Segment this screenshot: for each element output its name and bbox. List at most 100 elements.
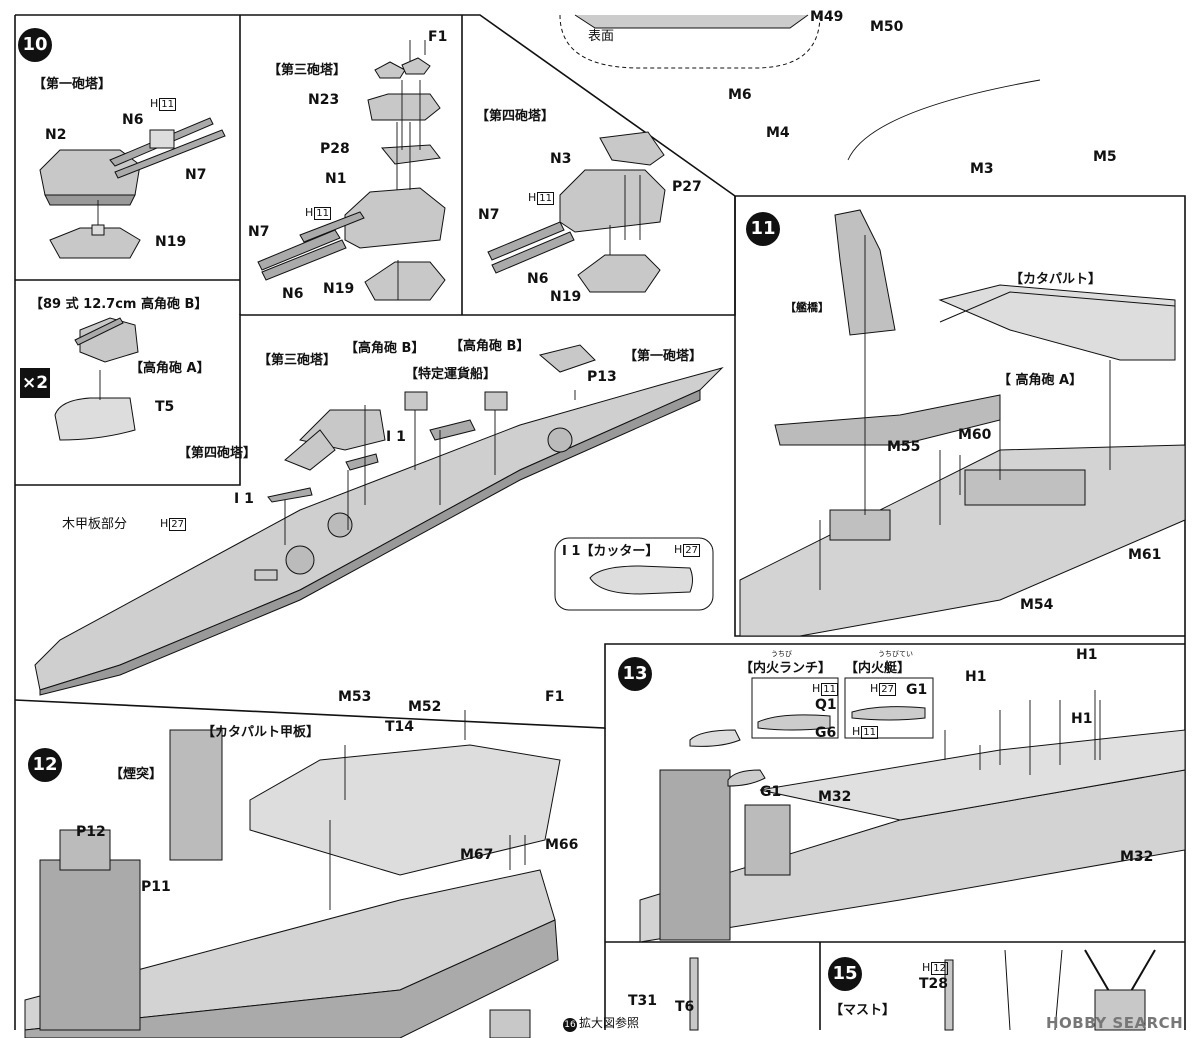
hull-turret3-label: 【第三砲塔】	[258, 353, 337, 368]
bridge-label: 【艦橋】	[785, 301, 829, 314]
turret4-drawing	[487, 131, 666, 293]
part-M66: M66	[545, 837, 579, 853]
part-Q1: Q1	[815, 697, 837, 713]
boat-ruby: うちびてい	[878, 650, 913, 658]
part-M32: M32	[818, 789, 852, 805]
quantity-badge: ×2	[20, 368, 50, 398]
part-I1: I 1	[386, 429, 406, 445]
part-M60: M60	[958, 427, 992, 443]
zoom-bubble	[559, 14, 821, 69]
part-N19: N19	[323, 281, 355, 297]
wood-deck-label: 木甲板部分	[62, 517, 128, 532]
mast-drawing	[489, 949, 1156, 1038]
step-12-badge: 12	[28, 748, 62, 782]
hull-boat-label: 【特定運貨船】	[405, 367, 497, 382]
launch-label: 【内火ランチ】	[740, 661, 832, 676]
part-M6: M6	[728, 87, 752, 103]
part-G1: G1	[906, 682, 928, 698]
part-M54: M54	[1020, 597, 1054, 613]
hull-aa-b1-label: 【高角砲 B】	[345, 341, 425, 356]
section12-ship	[24, 729, 561, 1038]
part-N23: N23	[308, 92, 340, 108]
turret1-title: 【第一砲塔】	[33, 77, 112, 92]
part-T5: T5	[155, 399, 175, 415]
part-M49: M49	[810, 9, 844, 25]
surface-label: 表面	[588, 29, 615, 44]
part-M4: M4	[766, 125, 790, 141]
part-M67: M67	[460, 847, 494, 863]
part-N6: N6	[282, 286, 304, 302]
part-G1: G1	[760, 784, 782, 800]
part-N6: N6	[527, 271, 549, 287]
aa-gun-drawing	[54, 317, 139, 441]
part-M5: M5	[1093, 149, 1117, 165]
part-H1: H1	[1071, 711, 1093, 727]
part-M61: M61	[1128, 547, 1162, 563]
part-G6: G6	[815, 725, 837, 741]
part-N7: N7	[185, 167, 207, 183]
part-F1: F1	[545, 689, 565, 705]
part-I1: I 1	[234, 491, 254, 507]
part-M3: M3	[970, 161, 994, 177]
aa-gun-a-title: 【高角砲 A】	[130, 361, 210, 376]
part-T31: T31	[628, 993, 658, 1009]
part-T14: T14	[385, 719, 415, 735]
part-T28: T28	[919, 976, 949, 992]
part-P27: P27	[672, 179, 702, 195]
aa-gun-a-label: 【 高角砲 A】	[998, 373, 1083, 388]
assembly-leaders	[97, 40, 1111, 910]
part-P28: P28	[320, 141, 350, 157]
catapult-label: 【カタパルト】	[1010, 272, 1102, 287]
step-10-badge: 10	[18, 28, 52, 62]
turret4-title: 【第四砲塔】	[476, 109, 555, 124]
step-11-badge: 11	[746, 212, 780, 246]
hull-turret1-label: 【第一砲塔】	[624, 349, 703, 364]
hull-turret4-label: 【第四砲塔】	[178, 446, 257, 461]
main-hull-drawing	[34, 344, 724, 696]
part-N19: N19	[550, 289, 582, 305]
aa-gun-b-title: 【89 式 12.7cm 高角砲 B】	[30, 297, 208, 312]
launch-ruby: うちび	[771, 650, 792, 658]
part-M32: M32	[1120, 849, 1154, 865]
cutter-title: I 1【カッター】	[562, 544, 659, 559]
part-P12: P12	[76, 824, 106, 840]
part-P13: P13	[587, 369, 617, 385]
part-F1: F1	[428, 29, 448, 45]
part-N1: N1	[325, 171, 347, 187]
part-H1: H1	[965, 669, 987, 685]
part-M50: M50	[870, 19, 904, 35]
part-H1: H1	[1076, 647, 1098, 663]
mast-label: 【マスト】	[830, 1003, 896, 1018]
part-M53: M53	[338, 689, 372, 705]
turret1-drawing	[39, 117, 226, 259]
step-16-badge: 16	[563, 1018, 577, 1032]
part-N7: N7	[478, 207, 500, 223]
step-15-badge: 15	[828, 957, 862, 991]
part-N19: N19	[155, 234, 187, 250]
watermark: HOBBY SEARCH	[1046, 1014, 1184, 1032]
part-P11: P11	[141, 879, 171, 895]
part-T6: T6	[675, 999, 695, 1015]
section13-ship	[639, 729, 1186, 943]
turret3-title: 【第三砲塔】	[268, 63, 347, 78]
part-N7: N7	[248, 224, 270, 240]
part-N3: N3	[550, 151, 572, 167]
motor-boat-label: 【内火艇】	[845, 661, 911, 676]
part-N2: N2	[45, 127, 67, 143]
part-N6: N6	[122, 112, 144, 128]
part-M52: M52	[408, 699, 442, 715]
turret3-drawing	[257, 57, 446, 301]
catapult-deck-label: 【カタパルト甲板】	[202, 725, 320, 740]
step-13-badge: 13	[618, 657, 652, 691]
